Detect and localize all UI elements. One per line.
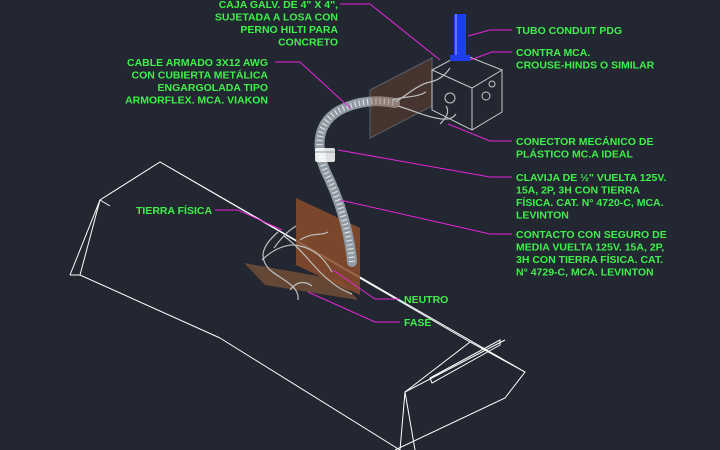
label-tierra: TIERRA FÍSICA <box>136 204 212 217</box>
label-contra: CONTRA MCA.CROUSE-HINDS O SIMILAR <box>516 47 655 72</box>
leader-neutro <box>332 269 400 300</box>
label-line: SUJETADA A LOSA CON <box>215 12 338 24</box>
housing-front-face <box>79 199 506 450</box>
label-line: TIERRA FÍSICA <box>136 204 212 217</box>
label-line: LEVINTON <box>516 210 569 222</box>
housing-vent-slot <box>429 339 501 384</box>
plug-wires <box>261 225 353 301</box>
label-neutro: NEUTRO <box>404 294 448 306</box>
label-clavija: CLAVIJA DE ½" VUELTA 125V.15A, 2P, 3H CO… <box>516 172 666 222</box>
leader-cable <box>275 61 351 109</box>
label-line: N° 4729-C, MCA. LEVINTON <box>516 267 654 279</box>
label-line: TUBO CONDUIT PDG <box>516 25 622 37</box>
leader-conector <box>447 123 512 142</box>
label-caja: CAJA GALV. DE 4" X 4",SUJETADA A LOSA CO… <box>215 0 338 49</box>
leader-tubo <box>467 29 512 37</box>
label-line: CONTACTO CON SEGURO DE <box>516 229 667 241</box>
label-line: FÍSICA. CAT. N° 4720-C, MCA. <box>516 196 664 209</box>
label-line: MEDIA VUELTA 125V. 15A, 2P, <box>516 242 664 254</box>
label-line: 15A, 2P, 3H CON TIERRA <box>516 185 641 197</box>
label-line: 3H CON TIERRA FÍSICA. CAT. <box>516 253 663 266</box>
label-line: ENGARGOLADA TIPO <box>158 82 268 94</box>
label-line: CONECTOR MECÁNICO DE <box>516 135 653 148</box>
leader-caja <box>340 3 441 61</box>
label-line: NEUTRO <box>404 294 448 306</box>
label-line: CLAVIJA DE ½" VUELTA 125V. <box>516 172 666 184</box>
box-wires <box>391 67 457 125</box>
leader-fase <box>307 291 400 323</box>
label-line: CONCRETO <box>278 37 338 49</box>
armored-cable <box>314 96 400 267</box>
leader-contra <box>469 51 512 61</box>
conduit-pipe <box>450 14 470 61</box>
cable-connector-sleeve <box>315 148 335 162</box>
label-line: CABLE ARMADO 3X12 AWG <box>127 57 268 69</box>
conduit-locknut <box>450 55 470 61</box>
armored-cable-body <box>314 96 400 267</box>
label-line: FASE <box>404 317 431 329</box>
label-tubo: TUBO CONDUIT PDG <box>516 25 622 37</box>
housing-inner-edge <box>404 341 471 393</box>
label-line: ARMORFLEX. MCA. VIAKON <box>125 95 268 107</box>
label-line: CONTRA MCA. <box>516 47 590 59</box>
label-line: PERNO HILTI PARA <box>240 24 338 36</box>
leader-contacto <box>339 199 512 235</box>
leader-clavija <box>337 149 512 178</box>
label-line: CON CUBIERTA METÁLICA <box>132 69 269 82</box>
leader-tierra <box>215 209 283 231</box>
leader-lines <box>215 3 512 323</box>
label-line: CAJA GALV. DE 4" X 4", <box>219 0 338 11</box>
conduit-tube <box>454 14 466 58</box>
junction-box <box>369 53 504 139</box>
label-line: PLÁSTICO MC.A IDEAL <box>516 148 633 161</box>
box-body <box>430 53 504 131</box>
label-line: CROUSE-HINDS O SIMILAR <box>516 60 655 72</box>
label-fase: FASE <box>404 317 431 329</box>
